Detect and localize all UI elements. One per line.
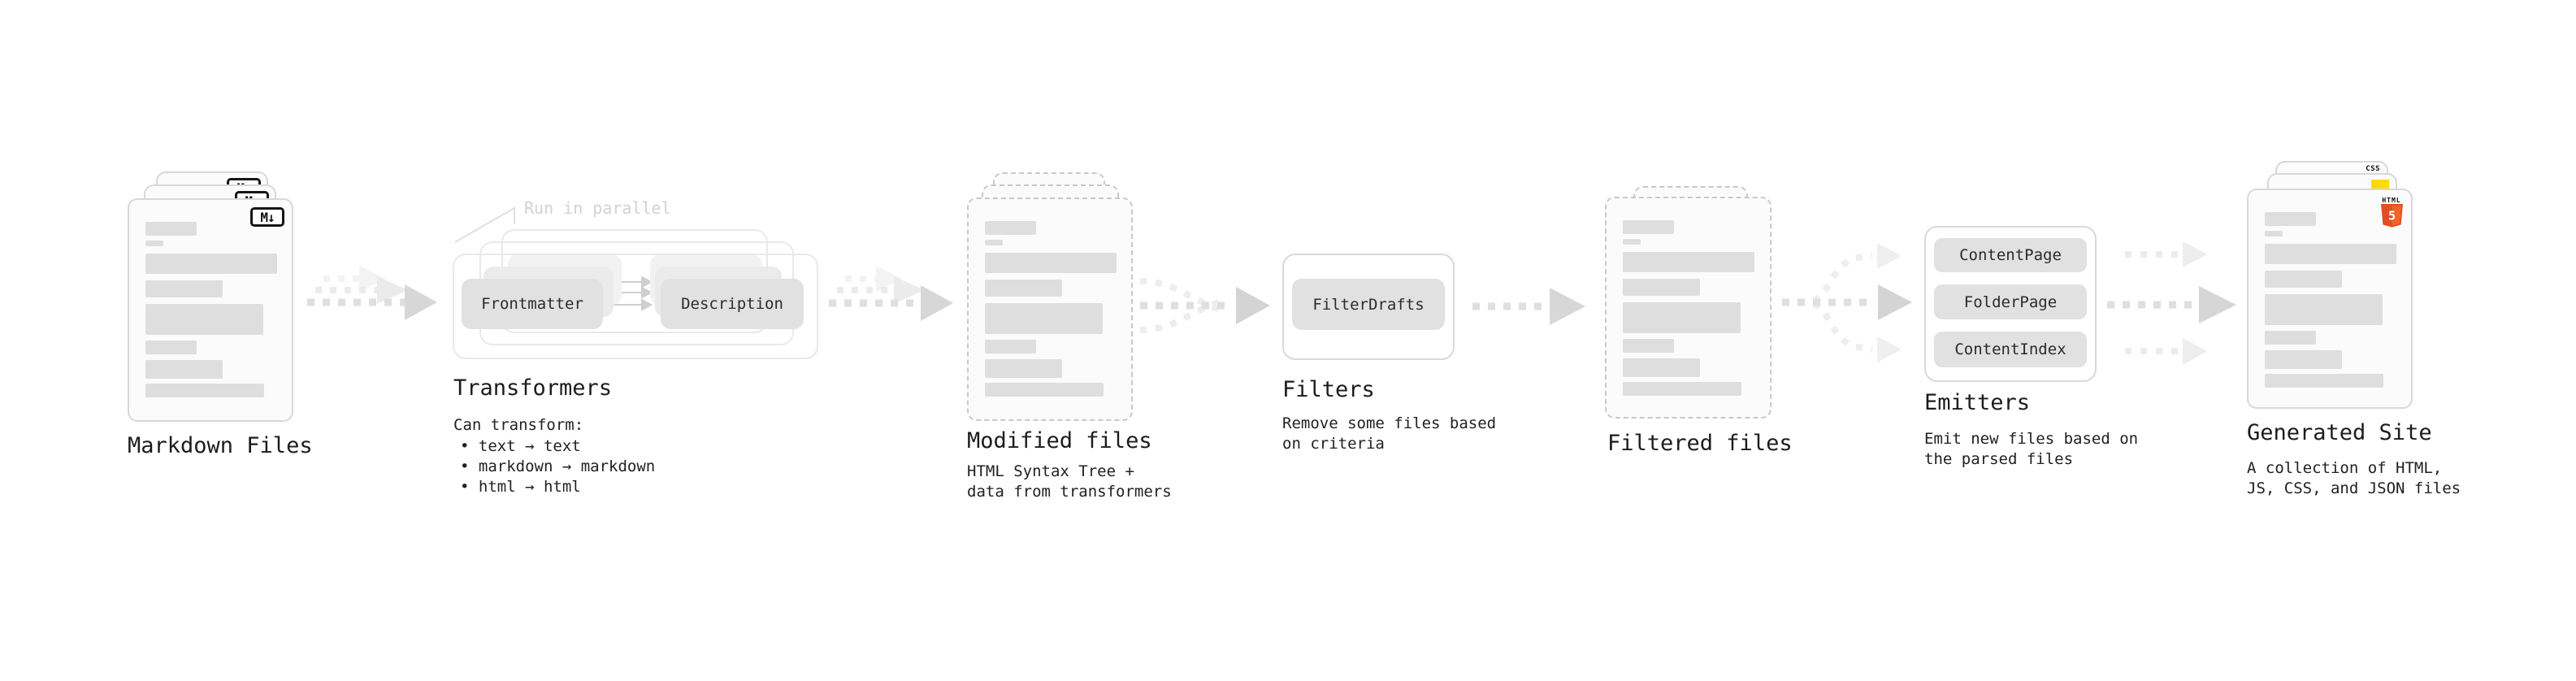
text-line-placeholder <box>985 280 1062 297</box>
text-line-placeholder <box>985 383 1104 397</box>
contentpage-pill: ContentPage <box>1934 238 2087 272</box>
stage-markdown-files: M↓ M↓ M↓ Markdown Files <box>128 161 339 470</box>
text-line-placeholder <box>2265 374 2383 388</box>
run-in-parallel-annotation: Run in parallel <box>524 198 671 218</box>
transformers-bullet: • text → text <box>460 437 581 455</box>
filtered-file-card-front <box>1605 197 1772 419</box>
modified-file-card-front <box>967 197 1133 421</box>
transformer-box-front <box>453 254 818 359</box>
contentindex-pill: ContentIndex <box>1934 332 2087 367</box>
arrow-transformers-to-modified <box>829 266 953 321</box>
text-line-placeholder <box>985 340 1036 354</box>
generated-site-description-line2: JS, CSS, and JSON files <box>2247 479 2461 497</box>
text-line-placeholder <box>145 241 163 246</box>
text-line-placeholder <box>985 359 1062 378</box>
text-line-placeholder <box>1623 239 1641 245</box>
filtered-files-label: Filtered files <box>1607 431 1793 456</box>
svg-text:5: 5 <box>2387 209 2395 223</box>
text-line-placeholder <box>1623 279 1700 296</box>
filters-description-line1: Remove some files based <box>1282 414 1497 432</box>
text-line-placeholder <box>145 304 263 335</box>
text-line-placeholder <box>2265 231 2283 236</box>
stage-filters: FilterDrafts Filters Remove some files b… <box>1282 254 1510 465</box>
text-line-placeholder <box>145 222 197 236</box>
stage-generated-site: CSS HTML 5 Generated <box>2247 161 2474 502</box>
stage-emitters: ContentPage FolderPage ContentIndex Emit… <box>1924 226 2152 486</box>
js-badge <box>2371 180 2389 190</box>
text-line-placeholder <box>145 340 197 354</box>
text-line-placeholder <box>1623 358 1700 377</box>
text-line-placeholder <box>145 254 277 274</box>
emitters-label: Emitters <box>1924 390 2031 415</box>
text-line-placeholder <box>2265 294 2383 325</box>
modified-files-label: Modified files <box>967 428 1152 453</box>
transformers-bullet: • markdown → markdown <box>460 458 656 475</box>
generated-file-card-html: HTML 5 <box>2247 189 2413 409</box>
emitters-description-line2: the parsed files <box>1924 450 2074 468</box>
transformers-bullet: • html → html <box>460 478 581 496</box>
markdown-icon: M↓ <box>250 207 284 227</box>
text-line-placeholder <box>145 384 264 397</box>
html5-icon-label: HTML <box>2382 197 2401 204</box>
markdown-files-label: Markdown Files <box>128 433 313 458</box>
css-badge-label: CSS <box>2366 165 2380 173</box>
filters-description-line2: on criteria <box>1282 435 1385 453</box>
filterdrafts-pill: FilterDrafts <box>1292 279 1445 330</box>
frontmatter-pill: Frontmatter <box>462 279 603 329</box>
text-line-placeholder <box>985 303 1103 334</box>
text-line-placeholder <box>2265 244 2396 264</box>
text-line-placeholder <box>1623 220 1674 234</box>
text-line-placeholder <box>2265 331 2316 345</box>
text-line-placeholder <box>1623 382 1741 396</box>
text-line-placeholder <box>2265 212 2316 226</box>
text-line-placeholder <box>1623 252 1754 272</box>
html5-shield: 5 <box>2380 204 2403 228</box>
text-line-placeholder <box>2265 350 2342 369</box>
html5-icon: HTML 5 <box>2380 197 2403 228</box>
text-line-placeholder <box>1623 302 1741 333</box>
transformers-label: Transformers <box>453 375 613 401</box>
stage-transformers: Run in parallel Frontmatter Description … <box>443 195 833 504</box>
transformers-description: Can transform: <box>453 416 584 434</box>
stage-modified-files: Modified files HTML Syntax Tree + data f… <box>967 172 1178 514</box>
modified-files-description-line1: HTML Syntax Tree + <box>967 462 1134 480</box>
text-line-placeholder <box>145 280 223 297</box>
description-pill: Description <box>661 279 804 329</box>
stage-filtered-files: Filtered files <box>1605 186 1816 479</box>
emitters-description-line1: Emit new files based on <box>1924 430 2139 448</box>
text-line-placeholder <box>2265 271 2342 288</box>
modified-files-description-line2: data from transformers <box>967 483 1172 501</box>
folderpage-pill: FolderPage <box>1934 284 2087 319</box>
text-line-placeholder <box>985 253 1117 273</box>
text-line-placeholder <box>985 221 1036 235</box>
generated-site-description-line1: A collection of HTML, <box>2247 459 2443 477</box>
text-line-placeholder <box>145 360 223 379</box>
filters-label: Filters <box>1282 377 1375 402</box>
text-line-placeholder <box>1623 339 1674 353</box>
text-line-placeholder <box>985 240 1003 245</box>
markdown-file-card-front: M↓ <box>128 198 293 422</box>
generated-site-label: Generated Site <box>2247 420 2432 445</box>
